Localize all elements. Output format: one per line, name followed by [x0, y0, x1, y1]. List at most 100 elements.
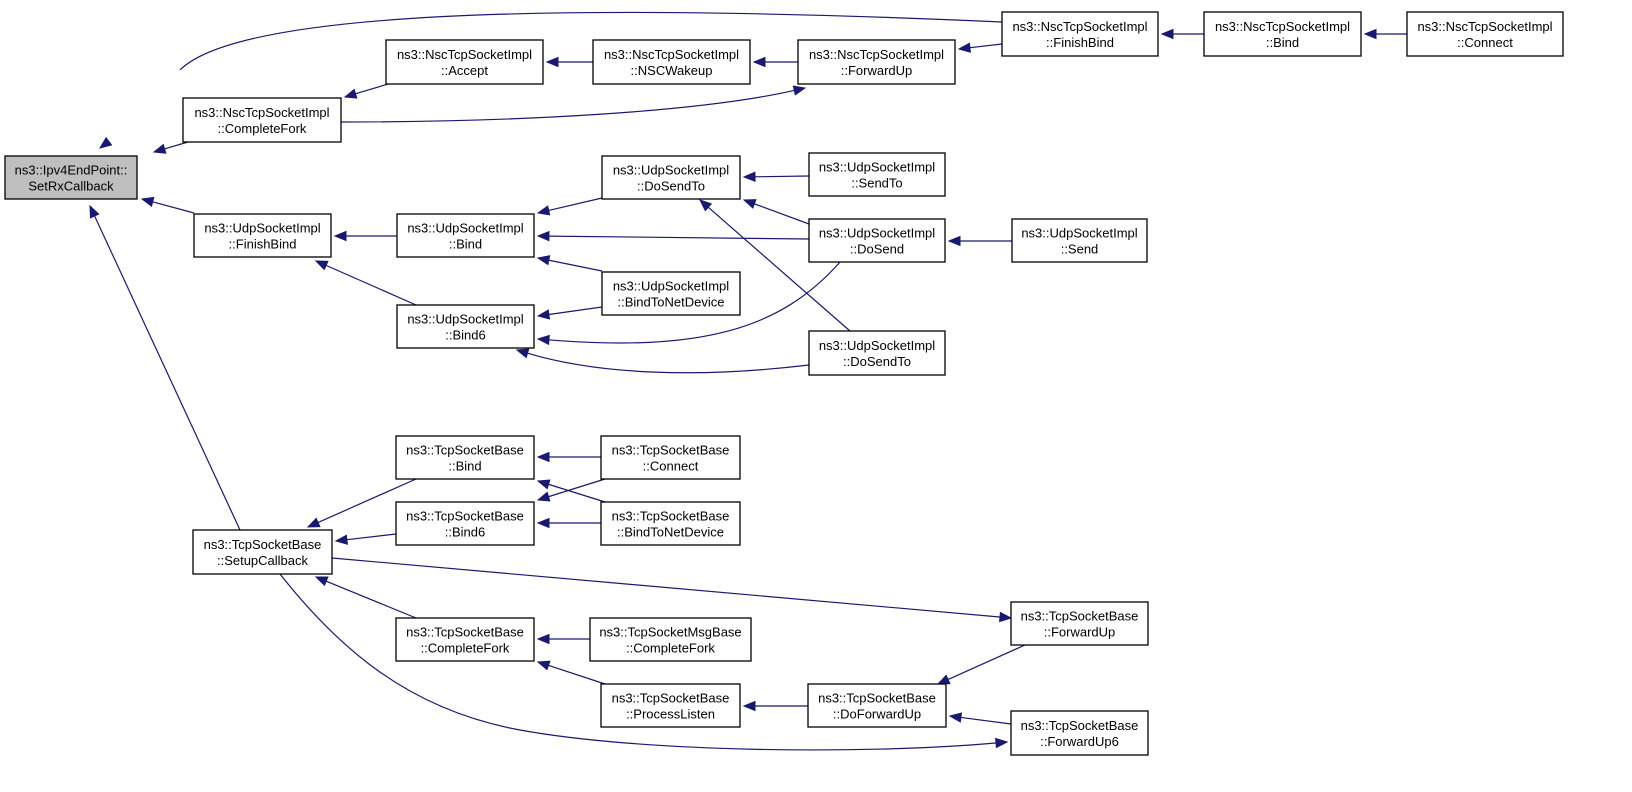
edge-arrowhead	[536, 491, 551, 502]
node-label-class: ns3::NscTcpSocketImpl	[809, 47, 944, 62]
node-label-method: ::Bind6	[445, 525, 485, 540]
edge-tcp_forwardup6-to-tcp_doforwardup	[948, 712, 1012, 725]
edge-arrowhead	[343, 88, 358, 99]
edge-line	[959, 716, 1012, 725]
edge-udp_dosendto_b-to-udp_dosendto_a	[699, 199, 851, 332]
edge-arrowhead	[936, 674, 951, 685]
node-box	[600, 435, 741, 480]
node-udp-bind[interactable]: ns3::UdpSocketImpl::Bind	[396, 213, 535, 258]
edge-udp_dosendto_a-to-udp_bind	[536, 197, 603, 216]
node-label-method: ::Bind	[448, 459, 481, 474]
edge-line	[325, 580, 417, 619]
node-box	[396, 213, 535, 258]
node-label-method: ::ForwardUp	[1044, 625, 1116, 640]
edge-line	[526, 352, 810, 374]
node-root[interactable]: ns3::Ipv4EndPoint::SetRxCallback	[4, 155, 138, 200]
edge-tcp_setupcallback-to-root	[89, 204, 241, 531]
edge-tcp_bind6-to-tcp_setupcallback	[334, 533, 397, 545]
node-label-class: ns3::NscTcpSocketImpl	[1417, 19, 1552, 34]
node-tcp-bindtonetdevice[interactable]: ns3::TcpSocketBase::BindToNetDevice	[600, 501, 741, 546]
edge-line	[316, 478, 417, 524]
node-tcp-setupcallback[interactable]: ns3::TcpSocketBase::SetupCallback	[192, 529, 333, 575]
edge-line	[968, 43, 1003, 49]
node-label-class: ns3::TcpSocketBase	[612, 691, 730, 706]
node-udp-send[interactable]: ns3::UdpSocketImpl::Send	[1011, 218, 1148, 263]
edge-arrowhead	[536, 309, 551, 320]
node-nsc-connect[interactable]: ns3::NscTcpSocketImpl::Connect	[1406, 11, 1564, 57]
edge-arrowhead	[314, 576, 329, 587]
edge-line	[331, 557, 1002, 618]
node-label-method: ::DoForwardUp	[833, 707, 921, 722]
node-box	[807, 683, 947, 728]
node-label-class: ns3::UdpSocketImpl	[1021, 226, 1137, 241]
node-nsc-finishbind[interactable]: ns3::NscTcpSocketImpl::FinishBind	[1001, 11, 1159, 57]
node-box	[1203, 11, 1362, 57]
node-label-method: ::NSCWakeup	[631, 63, 713, 78]
node-tcp-connect[interactable]: ns3::TcpSocketBase::Connect	[600, 435, 741, 480]
node-tcp-bind6[interactable]: ns3::TcpSocketBase::Bind6	[395, 501, 535, 546]
node-box	[1011, 218, 1148, 263]
node-label-method: ::FinishBind	[229, 237, 297, 252]
node-label-method: ::Bind	[1266, 35, 1299, 50]
node-box	[395, 617, 535, 662]
edge-nsc_nscwakeup-to-nsc_accept	[545, 56, 593, 68]
node-tcpmsg-completefork[interactable]: ns3::TcpSocketMsgBase::CompleteFork	[589, 617, 752, 662]
node-label-method: SetRxCallback	[28, 179, 114, 194]
edge-line	[547, 483, 606, 503]
edge-arrowhead	[536, 230, 550, 242]
node-label-method: ::DoSend	[850, 242, 904, 257]
node-box	[601, 155, 741, 200]
edge-line	[324, 264, 417, 306]
node-tcp-forwardup6[interactable]: ns3::TcpSocketBase::ForwardUp6	[1010, 710, 1149, 756]
node-tcp-completefork[interactable]: ns3::TcpSocketBase::CompleteFork	[395, 617, 535, 662]
node-udp-sendto[interactable]: ns3::UdpSocketImpl::SendTo	[808, 152, 946, 197]
edge-arrowhead	[742, 199, 757, 209]
edge-nsc_finishbind-to-nsc_forwardup	[957, 42, 1003, 53]
node-udp-bind6[interactable]: ns3::UdpSocketImpl::Bind6	[396, 304, 535, 349]
edges-layer	[89, 11, 1407, 751]
edge-tcp_connect-to-tcp_bind	[536, 451, 601, 463]
edge-udp_dosend-to-udp_bind	[536, 230, 810, 242]
node-box	[797, 39, 956, 85]
node-udp-finishbind[interactable]: ns3::UdpSocketImpl::FinishBind	[193, 213, 332, 258]
node-nsc-completefork[interactable]: ns3::NscTcpSocketImpl::CompleteFork	[182, 97, 342, 143]
edge-arrowhead	[742, 171, 756, 183]
node-label-class: ns3::TcpSocketMsgBase	[599, 625, 741, 640]
node-udp-dosendto-b[interactable]: ns3::UdpSocketImpl::DoSendTo	[808, 330, 946, 376]
edge-line	[179, 11, 1003, 71]
node-label-method: ::ProcessListen	[626, 707, 715, 722]
node-label-method: ::SendTo	[851, 176, 902, 191]
edge-nsc_completefork-to-root	[152, 141, 189, 154]
edge-arrowhead	[947, 235, 961, 247]
node-nsc-forwardup[interactable]: ns3::NscTcpSocketImpl::ForwardUp	[797, 39, 956, 85]
node-udp-dosendto-a[interactable]: ns3::UdpSocketImpl::DoSendTo	[601, 155, 741, 200]
node-tcp-bind[interactable]: ns3::TcpSocketBase::Bind	[395, 435, 535, 480]
node-nsc-bind[interactable]: ns3::NscTcpSocketImpl::Bind	[1203, 11, 1362, 57]
node-udp-dosend[interactable]: ns3::UdpSocketImpl::DoSend	[808, 218, 946, 263]
node-nsc-accept[interactable]: ns3::NscTcpSocketImpl::Accept	[385, 39, 544, 85]
node-label-class: ns3::TcpSocketBase	[406, 443, 524, 458]
node-udp-bindtonetdevice[interactable]: ns3::UdpSocketImpl::BindToNetDevice	[601, 271, 741, 316]
edge-line	[753, 175, 810, 178]
node-label-class: ns3::UdpSocketImpl	[819, 226, 935, 241]
node-label-class: ns3::UdpSocketImpl	[819, 338, 935, 353]
node-label-class: ns3::TcpSocketBase	[612, 509, 730, 524]
node-label-method: ::CompleteFork	[626, 641, 715, 656]
edge-line	[547, 259, 603, 272]
edge-arrowhead	[536, 255, 551, 266]
edge-arrowhead	[152, 143, 167, 154]
edge-arrowhead	[515, 348, 530, 359]
node-label-class: ns3::TcpSocketBase	[1021, 718, 1139, 733]
node-nsc-nscwakeup[interactable]: ns3::NscTcpSocketImpl::NSCWakeup	[592, 39, 751, 85]
edge-arrowhead	[536, 517, 550, 529]
edge-udp_sendto-to-udp_dosendto_a	[742, 171, 810, 183]
node-label-class: ns3::TcpSocketBase	[1021, 609, 1139, 624]
edge-line	[547, 306, 603, 316]
node-tcp-doforwardup[interactable]: ns3::TcpSocketBase::DoForwardUp	[807, 683, 947, 728]
node-tcp-forwardup[interactable]: ns3::TcpSocketBase::ForwardUp	[1010, 601, 1149, 646]
node-label-class: ns3::UdpSocketImpl	[204, 221, 320, 236]
edge-udp_bindtonetdevice-to-udp_bind6	[536, 306, 603, 320]
node-box	[808, 152, 946, 197]
node-tcp-processlisten[interactable]: ns3::TcpSocketBase::ProcessListen	[600, 683, 741, 728]
